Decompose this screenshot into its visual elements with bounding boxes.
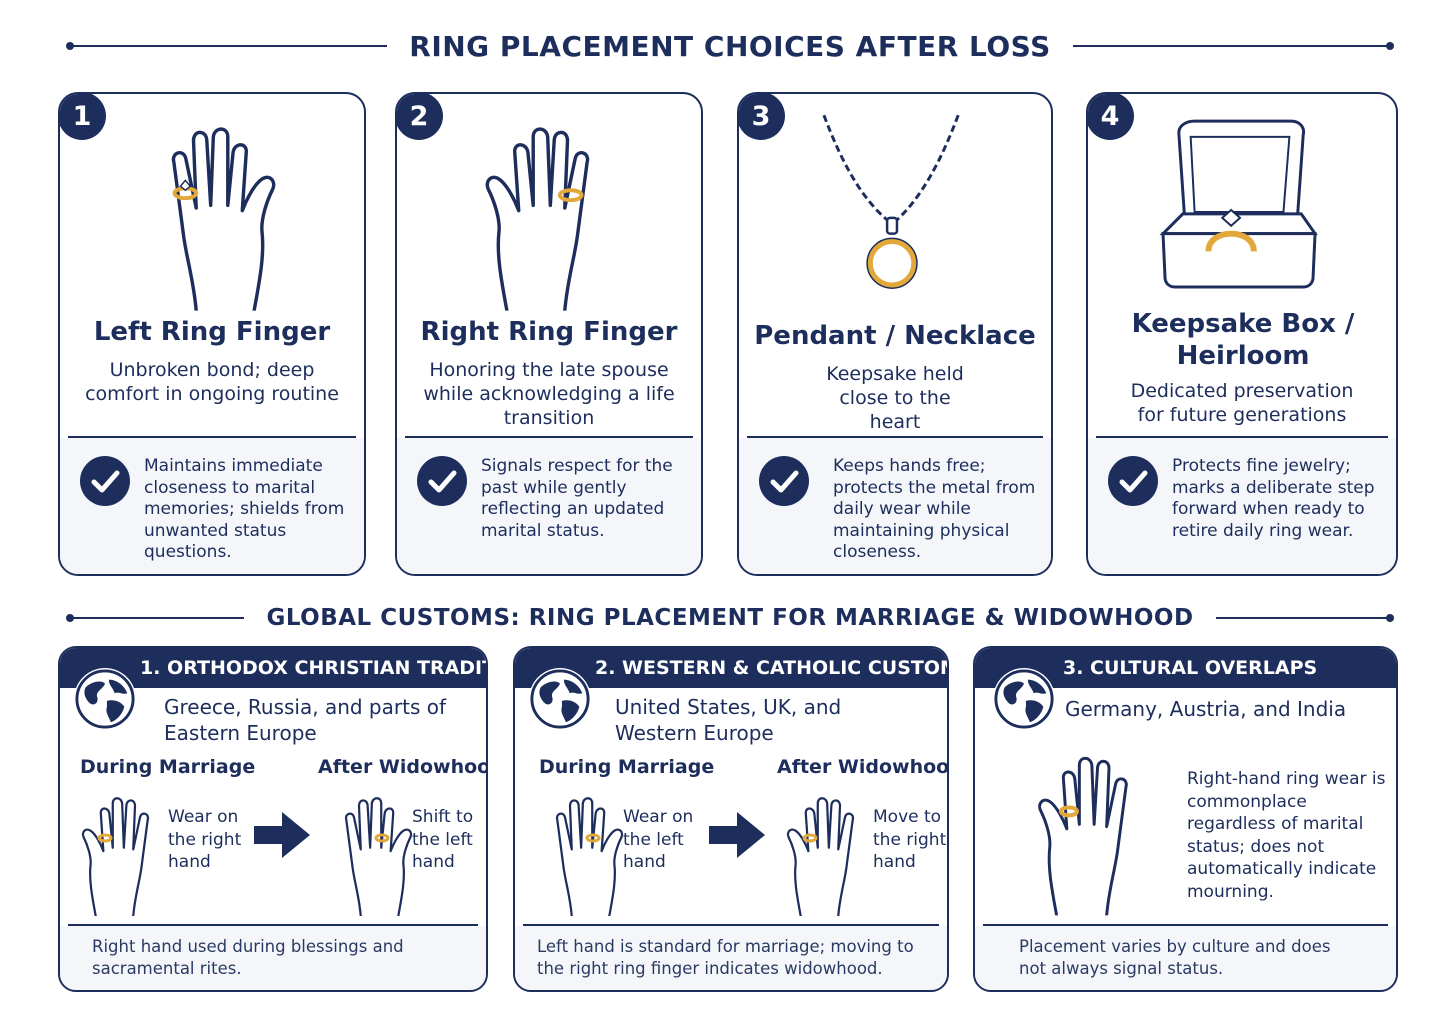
during-marriage-label: During Marriage (539, 756, 715, 778)
custom-panel-western: 2. WESTERN & CATHOLIC CUSTOMS United Sta… (513, 646, 949, 992)
custom-region: Greece, Russia, and parts of Eastern Eur… (164, 695, 447, 745)
option-note: Maintains immediate closeness to marital… (144, 456, 345, 562)
option-note: Keeps hands free; protects the metal fro… (833, 456, 1036, 562)
option-divider (405, 436, 693, 438)
custom-divider (983, 924, 1388, 926)
option-divider (68, 436, 356, 438)
check-icon (759, 456, 809, 506)
option-number-3: 3 (739, 94, 785, 140)
custom-divider (523, 924, 939, 926)
right-hand-ring-icon (786, 797, 855, 916)
option-description: Unbroken bond; deep comfort in ongoing r… (85, 359, 339, 405)
custom-footer-panel (975, 926, 1396, 990)
left-hand-ring-icon (344, 797, 413, 916)
option-title: Pendant / Necklace (754, 321, 1036, 351)
globe-icon (993, 668, 1055, 730)
option-description: Dedicated preservation for future genera… (1130, 380, 1354, 426)
custom-panel-orthodox: 1. ORTHODOX CHRISTIAN TRADITIONS Greece,… (58, 646, 488, 992)
option-card-pendant: 3 Pendant / Necklace Keepsake held close… (737, 92, 1053, 576)
custom-footer: Placement varies by culture and does not… (1019, 937, 1331, 978)
ring-box-icon (1159, 119, 1318, 289)
custom-panel-overlaps: 3. CULTURAL OVERLAPS Germany, Austria, a… (973, 646, 1398, 992)
check-icon (80, 456, 130, 506)
option-note: Signals respect for the past while gentl… (481, 456, 673, 541)
global-title: GLOBAL CUSTOMS: RING PLACEMENT FOR MARRI… (266, 605, 1194, 631)
option-card-right-ring: 2 Right Ring Finger Honoring the late sp… (395, 92, 703, 576)
check-icon (417, 456, 467, 506)
option-divider (747, 436, 1043, 438)
after-widowhood-text: Move to the right hand (873, 807, 947, 872)
option-title: Keepsake Box / Heirloom (1131, 309, 1355, 371)
during-marriage-text: Wear on the right hand (168, 807, 242, 872)
main-title: RING PLACEMENT CHOICES AFTER LOSS (409, 29, 1051, 63)
after-widowhood-label: After Widowhood (318, 756, 488, 778)
option-title: Left Ring Finger (93, 317, 331, 347)
right-hand-ring-icon (81, 797, 150, 916)
after-widowhood-text: Shift to the left hand (412, 807, 474, 872)
globe-icon (74, 668, 136, 730)
option-card-keepsake-box: 4 Keepsake Box / Heirloom Dedicated pres… (1086, 92, 1398, 576)
global-title-row: GLOBAL CUSTOMS: RING PLACEMENT FOR MARRI… (65, 600, 1395, 636)
after-widowhood-label: After Widowhood (777, 756, 949, 778)
custom-heading: 2. WESTERN & CATHOLIC CUSTOMS (515, 648, 947, 688)
necklace-pendant-icon (822, 114, 960, 289)
main-title-row: RING PLACEMENT CHOICES AFTER LOSS (65, 28, 1395, 64)
left-hand-ring-icon (171, 127, 276, 311)
custom-footer: Left hand is standard for marriage; movi… (537, 937, 914, 978)
right-hand-ring-icon (485, 127, 590, 311)
custom-divider (68, 924, 478, 926)
right-hand-ring-icon (1038, 756, 1128, 916)
title-rule-left (65, 614, 245, 622)
left-hand-ring-icon (555, 797, 624, 916)
arrow-right-icon (709, 812, 765, 858)
title-rule-left (65, 42, 388, 50)
custom-heading: 3. CULTURAL OVERLAPS (975, 648, 1396, 688)
arrow-right-icon (254, 812, 310, 858)
during-marriage-text: Wear on the left hand (623, 807, 694, 872)
check-icon (1108, 456, 1158, 506)
custom-footer-panel (515, 926, 947, 990)
title-rule-right (1215, 614, 1395, 622)
option-title: Right Ring Finger (420, 317, 678, 347)
option-card-left-ring: 1 Left Ring Finger Unbroken bond; deep c… (58, 92, 366, 576)
custom-region: Germany, Austria, and India (1065, 697, 1347, 721)
title-rule-right (1072, 42, 1395, 50)
option-description: Honoring the late spouse while acknowled… (423, 359, 675, 429)
option-description: Keepsake held close to the heart (826, 363, 964, 433)
option-note: Protects fine jewelry; marks a deliberat… (1172, 456, 1375, 541)
globe-icon (529, 668, 591, 730)
option-number-2: 2 (397, 94, 443, 140)
custom-footer: Right hand used during blessings and sac… (92, 937, 404, 978)
option-number-1: 1 (60, 94, 106, 140)
custom-region: United States, UK, and Western Europe (615, 695, 842, 745)
option-divider (1096, 436, 1388, 438)
custom-footer-panel (60, 926, 486, 990)
custom-text: Right-hand ring wear is commonplace rega… (1187, 769, 1386, 902)
option-number-4: 4 (1088, 94, 1134, 140)
during-marriage-label: During Marriage (80, 756, 256, 778)
